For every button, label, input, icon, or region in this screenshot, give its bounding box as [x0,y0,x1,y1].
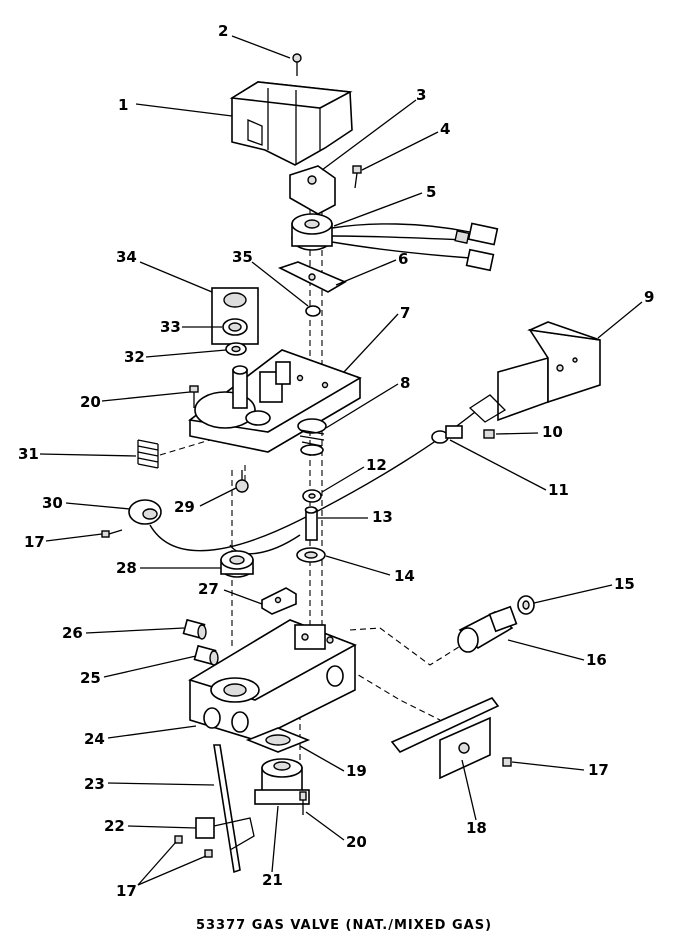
part-valve-head [188,349,362,453]
callout-9: 9 [644,288,654,306]
part-fitting-15 [517,595,535,615]
callout-8: 8 [400,374,410,392]
callout-7: 7 [400,304,410,322]
part-bracket [289,165,336,215]
part-screw-17-bottom [174,835,213,858]
callout-14: 14 [394,567,415,585]
part-seal-32 [225,342,247,356]
part-nut-28 [220,550,254,578]
callout-5: 5 [426,183,436,201]
part-regulator-21 [254,758,310,805]
part-gasket-19 [245,727,311,753]
part-spring-31 [137,439,159,469]
part-bracket-27 [261,587,297,615]
callout-26: 26 [62,624,83,642]
part-thermocouple [128,411,476,555]
callout-2: 2 [218,22,228,40]
callout-17-right: 17 [588,761,609,779]
callout-34: 34 [116,248,137,266]
part-screw-20-upper [189,385,199,408]
callout-19: 19 [346,762,367,780]
part-screw-20-lower [299,791,307,815]
callout-17-bottom: 17 [116,882,137,900]
callout-10: 10 [542,423,563,441]
callout-31: 31 [18,445,39,463]
callout-13: 13 [372,508,393,526]
callout-30: 30 [42,494,63,512]
callout-11: 11 [548,481,569,499]
callout-20-lower: 20 [346,833,367,851]
part-screw-29 [235,470,249,493]
callout-17-left: 17 [24,533,45,551]
part-fitting-25 [193,644,219,666]
part-bracket-9 [497,321,601,422]
part-clip-22 [195,817,255,851]
part-pin-13 [304,506,318,541]
callout-29: 29 [174,498,195,516]
callout-15: 15 [614,575,635,593]
part-seat-14 [296,547,326,563]
part-screw-10 [483,429,495,439]
callout-35: 35 [232,248,253,266]
callout-23: 23 [84,775,105,793]
callout-6: 6 [398,250,408,268]
part-washer-12 [302,489,322,503]
part-screw-17-right [502,757,512,767]
part-fitting-11 [431,394,507,444]
callout-32: 32 [124,348,145,366]
callout-22: 22 [104,817,125,835]
part-rod-23 [213,744,241,874]
part-plate-18 [390,697,500,780]
part-cover [229,81,353,166]
part-screw-4 [352,165,362,189]
callout-4: 4 [440,120,450,138]
callout-28: 28 [116,559,137,577]
callout-18: 18 [466,819,487,837]
diagram-caption: 53377 GAS VALVE (NAT./MIXED GAS) [195,918,493,933]
callout-numbers: 2 1 3 4 5 6 35 34 33 32 7 8 9 20 10 31 1… [18,22,654,900]
callout-12: 12 [366,456,387,474]
callout-21: 21 [262,871,283,889]
leader-lines [39,35,643,886]
part-fitting-26 [182,618,207,640]
callout-3: 3 [416,86,426,104]
part-screw-2 [292,53,302,76]
part-screw-17-left [101,529,123,538]
part-valve-body [188,619,357,741]
callout-16: 16 [586,651,607,669]
part-plate-6 [277,261,347,293]
part-valve-16 [457,605,518,653]
callout-20-upper: 20 [80,393,101,411]
part-diaphragm-8 [297,418,327,456]
callout-25: 25 [80,669,101,687]
callout-24: 24 [84,730,105,748]
part-oring-35 [305,305,321,317]
callout-1: 1 [118,96,128,114]
part-seal-kit [211,287,259,345]
callout-33: 33 [160,318,181,336]
part-solenoid [291,213,499,272]
callout-27: 27 [198,580,219,598]
